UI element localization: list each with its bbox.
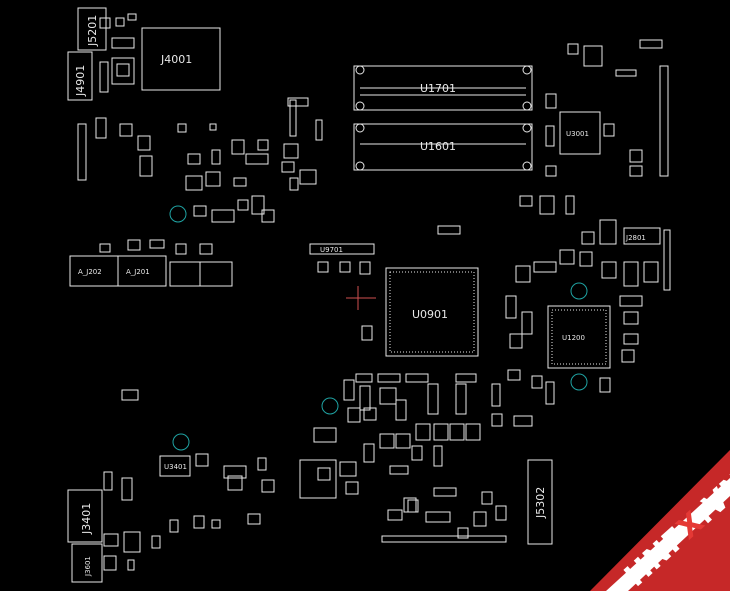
- memory-slot-u1701[interactable]: U1701: [353, 65, 533, 111]
- component-cluster-bottom-left: [103, 453, 275, 571]
- component-cluster-center: [313, 225, 481, 475]
- connector-aj202[interactable]: A_J202: [69, 255, 119, 287]
- label-u9701: U9701: [320, 246, 343, 254]
- label-aj202: A_J202: [78, 268, 102, 276]
- chip-u1200[interactable]: U1200: [547, 305, 611, 369]
- label-aj201: A_J201: [126, 268, 150, 276]
- connector-j4901[interactable]: J4901: [67, 51, 93, 101]
- label-u3001: U3001: [566, 130, 589, 138]
- label-j4901: J4901: [74, 65, 87, 97]
- chip-u3201[interactable]: [299, 459, 337, 499]
- label-j3601: J3601: [84, 556, 92, 577]
- label-u1200: U1200: [562, 334, 585, 342]
- fiducial-markers: [169, 205, 588, 451]
- memory-slot-u1601[interactable]: U1601: [353, 123, 533, 171]
- label-u0901: U0901: [412, 308, 448, 321]
- chip-u3001[interactable]: U3001: [559, 111, 601, 155]
- cpu-socket-u0901[interactable]: U0901: [385, 267, 479, 357]
- label-u3401: U3401: [164, 463, 187, 471]
- probe-marker[interactable]: [346, 286, 376, 310]
- component-cluster-right-middle: [491, 249, 643, 427]
- label-j3401: J3401: [80, 503, 93, 535]
- label-j5302: J5302: [534, 487, 547, 519]
- component-cluster-bottom-center: [339, 461, 507, 543]
- watermark-logo: HNFX.VN: [590, 450, 730, 591]
- connector-aj201[interactable]: A_J201: [117, 255, 167, 287]
- connector-j5201[interactable]: J5201: [77, 7, 107, 51]
- label-u1701: U1701: [420, 82, 456, 95]
- chip-u3401[interactable]: U3401: [159, 455, 191, 477]
- label-j2801: J2801: [625, 234, 646, 242]
- connector-j3601[interactable]: J3601: [71, 543, 103, 583]
- label-j5201: J5201: [86, 15, 99, 47]
- component-cluster-top-left: [77, 13, 323, 223]
- component-cluster-left-middle: [99, 239, 233, 401]
- connector-u9701[interactable]: U9701: [309, 243, 375, 255]
- component-cluster-top-right: J2801: [519, 39, 671, 291]
- connector-j3401[interactable]: J3401: [67, 489, 103, 543]
- label-j4001: J4001: [160, 53, 192, 66]
- connector-j4001[interactable]: J4001: [141, 27, 221, 91]
- label-u1601: U1601: [420, 140, 456, 153]
- connector-j5302[interactable]: J5302: [527, 459, 553, 545]
